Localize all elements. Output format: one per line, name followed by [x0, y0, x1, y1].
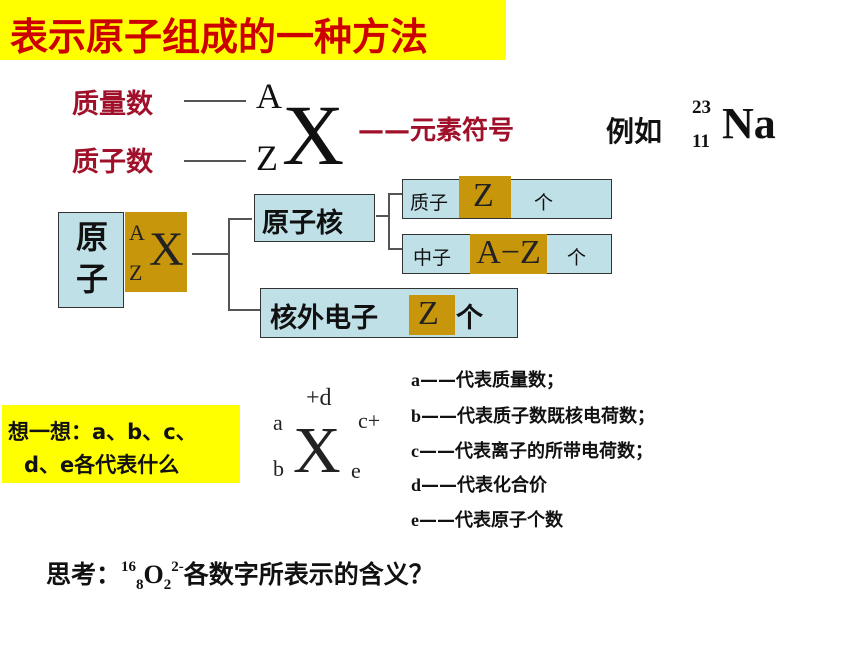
legend-key: d	[411, 475, 422, 495]
neutron-value-box	[470, 234, 547, 274]
example-mass-number: 23	[692, 97, 711, 118]
think-line-2: d、e各代表什么	[24, 453, 180, 477]
question-element: O	[143, 560, 164, 589]
tree-connector	[228, 218, 252, 220]
notation-X: X	[282, 87, 345, 183]
legend-item-b: b——代表质子数既核电荷数；	[411, 402, 655, 428]
symbol-X: X	[293, 414, 341, 487]
notation-Z: Z	[256, 138, 278, 178]
symbol-c: c+	[358, 408, 381, 433]
electron-label: 核外电子	[270, 303, 378, 334]
atom-symbol-Z: Z	[129, 260, 143, 285]
atom-label: 原子	[75, 218, 108, 298]
atom-symbol-A: A	[129, 220, 145, 245]
symbol-e: e	[351, 458, 361, 483]
proton-value-box	[459, 176, 511, 218]
question-charge: 2-	[171, 559, 184, 575]
proton-unit: 个	[534, 192, 554, 214]
electron-box	[260, 288, 518, 338]
think-line-1: 想一想：a、b、c、	[8, 420, 197, 444]
legend-key: b	[411, 406, 422, 426]
legend-item-d: d——代表化合价	[411, 471, 547, 497]
legend-text: ——代表原子个数	[419, 510, 563, 531]
legend-text: ——代表化合价	[421, 475, 548, 496]
tree-connector	[376, 215, 388, 217]
tree-connector	[228, 218, 230, 310]
question-atomic: 8	[136, 577, 144, 593]
example-element: Na	[722, 99, 776, 148]
atom-box	[58, 212, 124, 308]
question-mass: 16	[121, 559, 137, 575]
symbol-b: b	[273, 456, 284, 481]
legend-text: ——代表质量数；	[420, 370, 564, 391]
neutron-value: A−Z	[476, 234, 541, 271]
title-banner	[0, 0, 506, 60]
legend-item-a: a——代表质量数；	[411, 366, 564, 392]
atom-symbol-box	[125, 212, 187, 292]
atomic-number-pointer	[184, 160, 246, 162]
electron-value: Z	[418, 295, 439, 332]
example-label: 例如	[606, 115, 663, 148]
tree-connector	[388, 193, 390, 249]
notation-A: A	[256, 76, 282, 116]
tree-connector	[388, 193, 402, 195]
electron-value-box	[409, 295, 455, 335]
legend-text: ——代表离子的所带电荷数；	[419, 441, 653, 462]
atomic-number-label: 质子数	[72, 147, 153, 178]
legend-key: a	[411, 370, 420, 390]
proton-label: 质子	[410, 192, 449, 214]
tree-connector	[192, 253, 228, 255]
example-atomic-number: 11	[692, 131, 710, 152]
legend-key: e	[411, 510, 419, 530]
legend-key: c	[411, 441, 419, 461]
tree-connector	[228, 309, 260, 311]
question-count: 2	[163, 577, 172, 593]
legend-text: ——代表质子数既核电荷数；	[421, 406, 656, 427]
think-box	[2, 405, 240, 483]
atom-symbol-X: X	[149, 223, 184, 276]
element-symbol-label: ——元素符号	[358, 116, 515, 146]
electron-unit: 个	[456, 303, 483, 334]
page-title: 表示原子组成的一种方法	[10, 15, 429, 59]
nucleus-box	[254, 194, 375, 242]
question-suffix: 各数字所表示的含义？	[183, 560, 434, 589]
symbol-top-d: +d	[306, 385, 332, 411]
legend-item-e: e——代表原子个数	[411, 506, 563, 532]
mass-number-label: 质量数	[72, 89, 153, 120]
proton-value: Z	[473, 177, 494, 214]
question-line: 思考：16 8O2 2-各数字所表示的含义？	[46, 555, 434, 594]
symbol-a: a	[273, 410, 283, 435]
neutron-unit: 个	[567, 247, 587, 269]
question-prefix: 思考：	[46, 560, 122, 589]
neutron-label: 中子	[413, 247, 452, 269]
tree-connector	[388, 248, 402, 250]
nucleus-label: 原子核	[262, 208, 343, 239]
legend-item-c: c——代表离子的所带电荷数；	[411, 437, 653, 463]
mass-number-pointer	[184, 100, 246, 102]
